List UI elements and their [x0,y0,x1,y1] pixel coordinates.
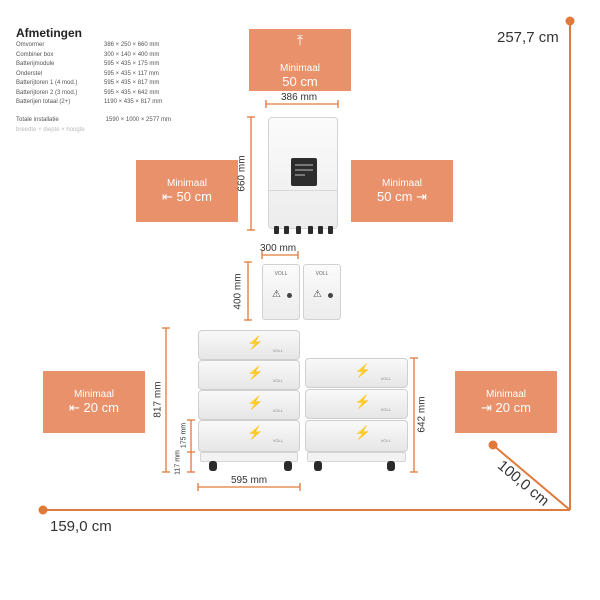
clearance-right-battery-value: ⇥ 20 cm [481,400,531,415]
tower1-height-label: 817 mm [152,381,164,418]
width-line-dot [38,505,48,515]
inverter-height-label: 660 mm [236,155,248,192]
lightning-icon: ⚡ [247,425,264,440]
combiner-box: VOLL ⚠ [303,264,341,320]
clearance-right-inverter: Minimaal 50 cm ⇥ [351,160,453,222]
lightning-icon: ⚡ [354,363,371,378]
depth-line [492,444,571,511]
spec-total-row: Totale installatie 1590 × 1000 × 2577 mm [16,117,171,123]
clearance-left-inverter-value: ⇤ 50 cm [162,189,212,204]
spec-value: 386 × 250 × 660 mm [104,42,160,48]
spec-label: Batterijen totaal (2+) [16,99,71,105]
spec-total-value: 1590 × 1000 × 2577 mm [105,117,172,123]
clearance-left-battery-value: ⇤ 20 cm [69,400,119,415]
combiner-width-label: 300 mm [260,243,297,254]
battery-module: ⚡VOLL [198,390,300,420]
wheel [284,461,292,471]
inverter-connectors [268,226,336,236]
warning-icon: ⚠ [272,289,281,300]
clearance-left-inverter-label: Minimaal [166,178,207,189]
spec-label: Onderstel [16,70,43,77]
clearance-left-inverter: Minimaal ⇤ 50 cm [136,160,238,222]
overall-height-label: 257,7 cm [497,29,559,46]
wheel [387,461,395,471]
battery-module: ⚡VOLL [305,389,408,419]
battery-base [307,452,406,462]
spec-row: Batterijen totaal (2+) 1190 × 435 × 817 m… [16,99,162,105]
battery-width-label: 595 mm [231,475,268,486]
spec-row: Omvormer 386 × 250 × 660 mm [16,42,159,48]
spec-value: 595 × 435 × 817 mm [104,80,160,86]
base-height-label: 117 mm [174,450,182,475]
spec-row: Batterijtoren 2 (3 mod.) 595 × 435 × 642 … [16,90,159,96]
combiner-box: VOLL ⚠ [262,264,300,320]
spec-label: Batterijtoren 1 (4 mod.) [16,80,78,86]
inverter-width-label: 386 mm [281,92,318,103]
battery-module: ⚡VOLL [198,420,300,452]
clearance-right-inverter-value: 50 cm ⇥ [377,189,427,204]
lightning-icon: ⚡ [247,335,264,350]
combiner-height-label: 400 mm [232,273,244,310]
arrow-left-icon: ⇤ [69,400,84,415]
wheel [314,461,322,471]
spec-total-sub: breedte × diepte × hoogte [16,127,85,133]
arrow-right-icon: ⇥ [481,400,496,415]
spec-value: 595 × 435 × 642 mm [104,89,160,96]
warning-icon: ⚠ [313,289,322,300]
battery-module: ⚡VOLL [305,358,408,388]
depth-line-dot [488,440,498,450]
height-line-dot [565,16,575,26]
clearance-top: ⤒ Minimaal 50 cm [249,29,351,91]
module-height-label: 175 mm [180,422,188,449]
battery-module: ⚡VOLL [198,330,300,360]
clearance-right-inverter-label: Minimaal [381,178,422,189]
battery-base [200,452,298,462]
spec-row: Batterijmodule 595 × 435 × 175 mm [16,61,159,67]
clearance-top-value: 50 cm [282,74,318,89]
clearance-right-battery-label: Minimaal [485,389,526,400]
spec-label: Batterijmodule [16,61,55,67]
lightning-icon: ⚡ [354,394,371,409]
clearance-left-battery: Minimaal ⇤ 20 cm [43,371,145,433]
inverter [268,117,338,229]
combiner-brand: VOLL [274,271,288,277]
lightning-icon: ⚡ [247,365,264,380]
spec-row: Batterijtoren 1 (4 mod.) 595 × 435 × 817 … [16,80,159,86]
wheel [209,461,217,471]
spec-total-label: Totale installatie [16,117,59,123]
spec-value: 1190 × 435 × 817 mm [104,99,163,105]
combiner-brand: VOLL [315,271,329,277]
battery-module: ⚡VOLL [198,360,300,390]
spec-row: Onderstel 595 × 435 × 117 mm [16,71,159,77]
page-title: Afmetingen [16,26,82,40]
spec-value: 595 × 435 × 117 mm [104,70,159,77]
clearance-top-label: Minimaal [279,63,320,74]
inverter-display [291,158,317,186]
clearance-right-battery: Minimaal ⇥ 20 cm [455,371,557,433]
spec-value: 595 × 435 × 175 mm [104,61,160,67]
arrow-left-icon: ⇤ [162,189,177,204]
spec-label: Batterijtoren 2 (3 mod.) [16,89,78,96]
overall-width-label: 159,0 cm [50,518,112,535]
arrow-right-icon: ⇥ [412,189,427,204]
spec-row: Combiner box 300 × 140 × 400 mm [16,52,159,58]
lightning-icon: ⚡ [354,425,371,440]
spec-label: Combiner box [16,51,54,58]
spec-label: Omvormer [16,42,45,48]
spec-value: 300 × 140 × 400 mm [104,51,160,58]
tower2-height-label: 642 mm [416,396,428,433]
battery-module: ⚡VOLL [305,420,408,452]
clearance-left-battery-label: Minimaal [73,389,114,400]
lightning-icon: ⚡ [247,395,264,410]
arrow-up-icon: ⤒ [296,32,304,48]
